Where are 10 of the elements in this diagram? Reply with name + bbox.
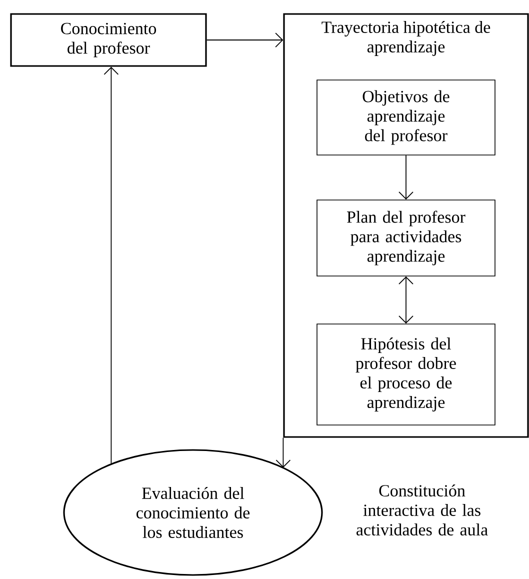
arrow [398, 276, 414, 324]
process-box: Objetivos de aprendizaje del profesor [316, 80, 496, 156]
annotation-text: Constitución interactiva de las actividades de aula [356, 484, 488, 536]
arrow [104, 66, 119, 464]
arrow [276, 437, 291, 468]
process-box: Hipótesis del profesor dobre el proceso de aprendizaje [316, 324, 496, 426]
process-box: Conocimiento del profesor [10, 13, 207, 67]
process-box: Plan del profesor para actividades aprendizaje [316, 200, 496, 276]
arrow [206, 32, 284, 48]
arrow [398, 154, 414, 200]
